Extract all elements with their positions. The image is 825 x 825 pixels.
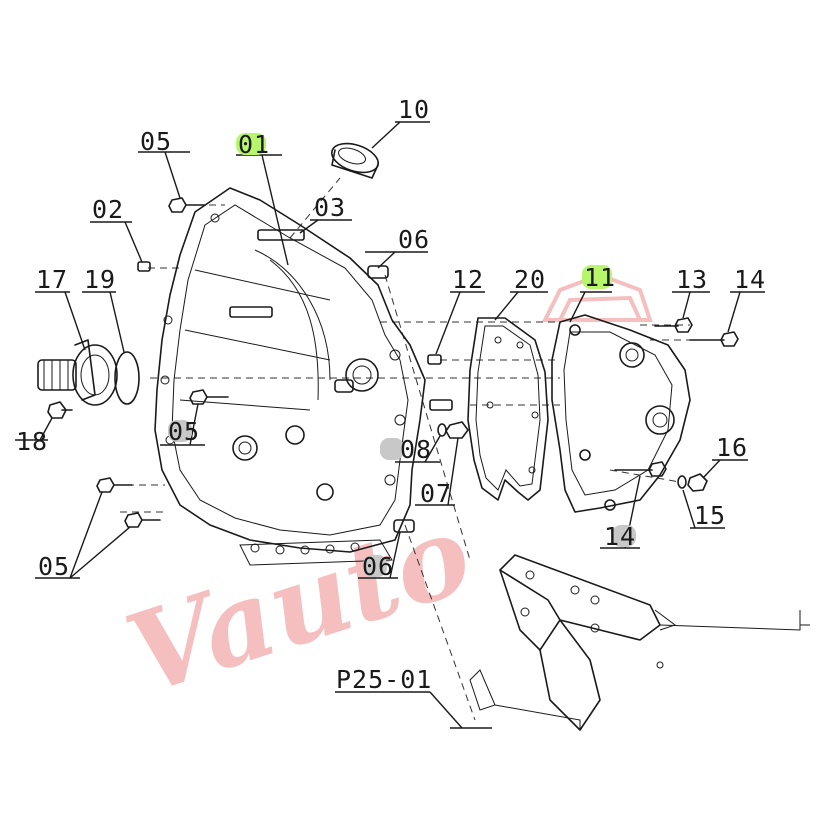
callout-01[interactable]: 01 [238,130,270,159]
bolt-05-lower-a-part[interactable] [96,477,133,493]
dowel-06-top-part[interactable] [334,265,389,393]
callout-11[interactable]: 11 [584,263,616,292]
bolt-14-bottom-part[interactable] [614,461,667,477]
callout-11-highlight [582,265,612,289]
gear-cover-11-part[interactable] [551,314,691,513]
callout-19[interactable]: 19 [84,265,116,294]
callout-18[interactable]: 18 [16,427,48,456]
oil-seal-part[interactable] [328,138,382,179]
gasket-20-part[interactable] [467,317,549,501]
bolt-13-part[interactable] [654,317,693,333]
bolt-18-part[interactable] [47,401,73,419]
bolt-05-mid-part[interactable] [189,389,229,405]
callout-06-bottom[interactable]: 06 [362,552,394,581]
reference-label[interactable]: P25-01 [336,665,432,694]
callout-17[interactable]: 17 [36,265,68,294]
callout-12[interactable]: 12 [452,265,484,294]
callout-10[interactable]: 10 [398,95,430,124]
mounting-bracket [469,554,810,731]
leader-lines [15,121,765,729]
callouts: 05 01 10 02 03 06 17 19 12 20 11 13 14 1… [16,95,766,694]
stud-03-part[interactable] [229,229,305,318]
callout-02[interactable]: 02 [92,195,124,224]
callout-14-top[interactable]: 14 [734,265,766,294]
callout-05-mid[interactable]: 05 [168,417,200,446]
callout-05-top[interactable]: 05 [140,127,172,156]
bolt-14-top-part[interactable] [689,331,739,347]
release-sleeve-part[interactable] [37,339,118,406]
callout-14-bottom[interactable]: 14 [604,522,636,551]
callout-05-bottom[interactable]: 05 [38,552,70,581]
washer-08-part[interactable] [437,423,447,437]
housing-flange-holes [160,213,406,555]
pin-12-part[interactable] [427,354,453,411]
dowel-pin-02-part[interactable] [137,261,151,272]
callout-13[interactable]: 13 [676,265,708,294]
watermark: Vauto [112,272,653,720]
washer-15-part[interactable] [677,475,687,489]
drain-plug-07-part[interactable] [445,421,469,439]
callout-20[interactable]: 20 [514,265,546,294]
callout-15[interactable]: 15 [694,501,726,530]
bolt-05-lower-b-part[interactable] [124,512,161,528]
truck-logo-icon [541,272,653,322]
plug-16-part[interactable] [687,473,708,492]
o-ring-part[interactable] [114,351,140,405]
callout-16[interactable]: 16 [716,433,748,462]
dowel-06-bottom-part[interactable] [393,519,415,533]
callout-08[interactable]: 08 [400,435,432,464]
callout-01-highlight [236,133,266,155]
callout-07[interactable]: 07 [420,479,452,508]
callout-03[interactable]: 03 [314,193,346,222]
bolt-05-top-part[interactable] [168,197,206,213]
callout-06-top[interactable]: 06 [398,225,430,254]
